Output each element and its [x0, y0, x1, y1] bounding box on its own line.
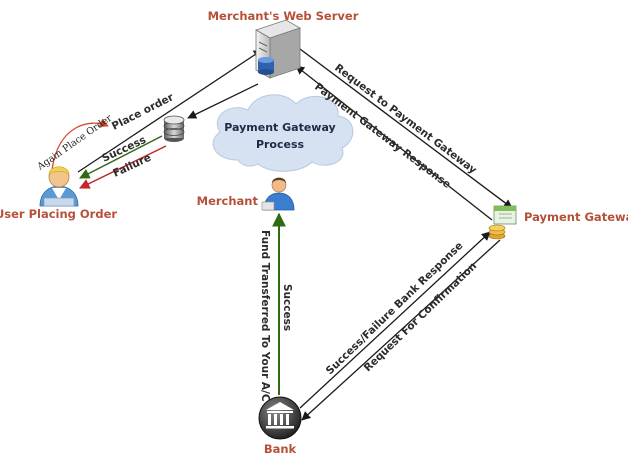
server-icon	[255, 19, 301, 79]
arrow-place-order	[77, 49, 263, 173]
process-cloud: Payment Gateway Process	[212, 94, 354, 172]
fund-transferred-label: Fund Transferred To Your A/C	[259, 230, 271, 402]
success-merchant-label: Success	[281, 284, 293, 331]
database-icon	[163, 115, 185, 142]
payment-gateway-icon	[488, 205, 517, 240]
user-icon	[39, 166, 79, 207]
arrow-request-to-gateway	[295, 45, 513, 209]
user-label: User Placing Order	[0, 207, 117, 221]
arrow-failure-to-user	[79, 145, 167, 189]
again-place-order-label: Again Place Order	[35, 112, 115, 173]
edges	[51, 45, 513, 421]
merchant-icon	[261, 177, 295, 211]
merchant-label: Merchant	[197, 194, 259, 208]
bank-icon	[258, 396, 302, 440]
arrow-request-confirmation	[301, 239, 501, 421]
arrow-server-to-db	[187, 83, 259, 119]
cloud-title: Payment Gateway	[224, 121, 335, 134]
bank-response-label: Success/Failure Bank Response	[324, 240, 466, 377]
arrow-gateway-response	[295, 65, 493, 221]
arrow-bank-response	[299, 231, 491, 409]
cloud-subtitle: Process	[256, 138, 305, 151]
arrow-success-to-user	[79, 135, 163, 179]
web-server-label: Merchant's Web Server	[208, 9, 359, 23]
arrow-again-place-order	[51, 118, 109, 171]
payment-gateway-label: Payment Gateway	[524, 210, 628, 224]
bank-label: Bank	[264, 442, 297, 456]
